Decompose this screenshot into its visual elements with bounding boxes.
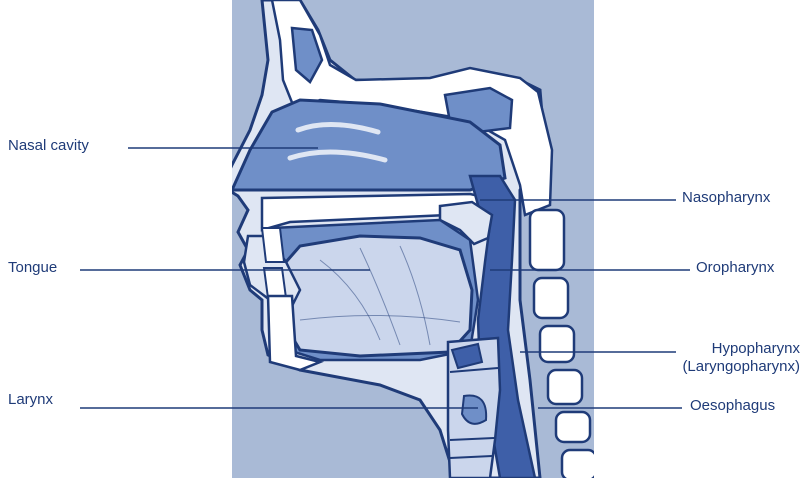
vertebra-3: [540, 326, 574, 362]
vertebra-5: [556, 412, 590, 442]
upper-teeth: [262, 228, 284, 262]
label-nasal-cavity: Nasal cavity: [8, 137, 89, 155]
vertebra-4: [548, 370, 582, 404]
label-oesophagus: Oesophagus: [690, 397, 775, 415]
label-hypopharynx: Hypopharynx (Laryngopharynx): [676, 340, 800, 376]
label-larynx: Larynx: [8, 391, 53, 409]
vertebra-1: [530, 210, 564, 270]
label-tongue: Tongue: [8, 259, 57, 277]
vertebra-2: [534, 278, 568, 318]
illustration: [222, 0, 596, 478]
vertebra-6: [562, 450, 596, 478]
label-hypopharynx-line2: (Laryngopharynx): [676, 358, 800, 376]
label-nasopharynx: Nasopharynx: [682, 189, 770, 207]
lower-teeth: [264, 268, 286, 298]
label-hypopharynx-line1: Hypopharynx: [676, 340, 800, 358]
vocal-fold: [462, 396, 486, 424]
label-oropharynx: Oropharynx: [696, 259, 774, 277]
